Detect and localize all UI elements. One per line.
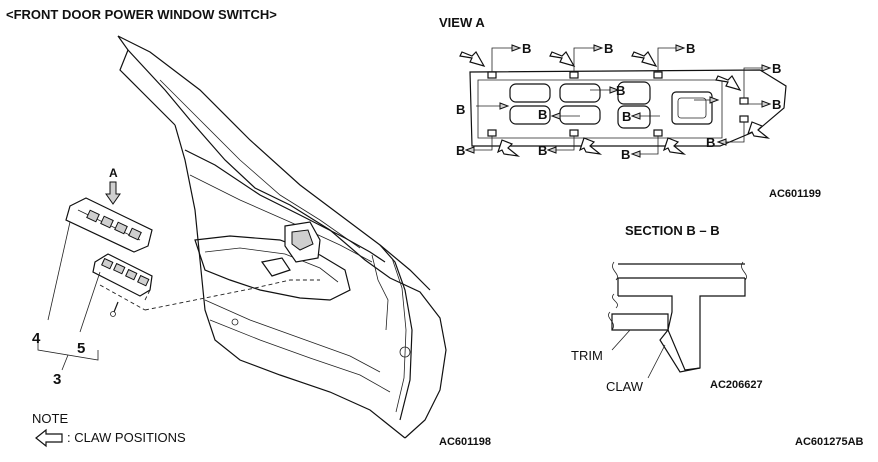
- door-figure-code: AC601198: [439, 436, 491, 448]
- view-a-callout: A: [109, 166, 118, 180]
- b-label-9: B: [621, 147, 630, 162]
- b-label-6: B: [456, 102, 465, 117]
- section-figure-code: AC206627: [710, 379, 763, 391]
- front-door-illustration: [99, 35, 447, 439]
- part-number-5: 5: [77, 340, 86, 357]
- figure-code: AC601275AB: [795, 436, 864, 448]
- b-label-8: B: [538, 143, 547, 158]
- b-label-11: B: [538, 107, 547, 122]
- section-b-b-label: SECTION B – B: [625, 223, 720, 238]
- b-label-2: B: [604, 41, 613, 56]
- section-b-b-diagram: [608, 261, 747, 379]
- trim-label: TRIM: [571, 348, 603, 363]
- b-label-3: B: [686, 41, 695, 56]
- claw-label: CLAW: [606, 379, 644, 394]
- view-a-label: VIEW A: [439, 15, 485, 30]
- b-label-7: B: [456, 143, 465, 158]
- figure-title: <FRONT DOOR POWER WINDOW SWITCH>: [6, 7, 277, 22]
- hollow-left-arrow-icon: [35, 428, 63, 448]
- note-legend-text: : CLAW POSITIONS: [67, 430, 186, 445]
- b-label-4: B: [772, 61, 781, 76]
- b-label-1: B: [522, 41, 531, 56]
- b-label-12: B: [616, 83, 625, 98]
- note-title: NOTE: [32, 411, 69, 426]
- view-a-diagram: B B B B B B B B B B B B B: [456, 41, 787, 162]
- b-label-13: B: [622, 109, 631, 124]
- view-a-code: AC601199: [769, 188, 821, 200]
- switch-assembly-illustration: [37, 181, 153, 371]
- b-label-10: B: [706, 135, 715, 150]
- part-number-4: 4: [32, 330, 41, 347]
- part-number-3: 3: [53, 371, 62, 388]
- b-label-5: B: [772, 97, 781, 112]
